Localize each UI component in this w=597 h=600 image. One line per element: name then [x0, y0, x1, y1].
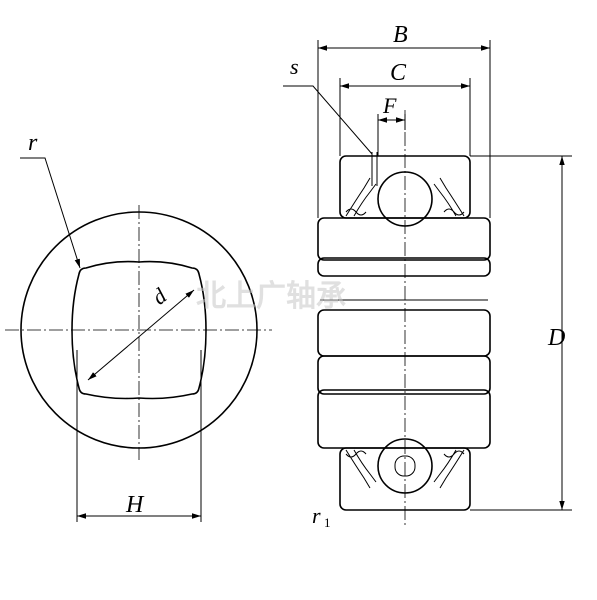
inner-ring-band-2	[317, 257, 491, 277]
inner-ring-band-5	[317, 389, 491, 449]
s-leader	[283, 85, 373, 155]
label-r1-subscript: 1	[324, 515, 331, 530]
r-leader	[20, 157, 81, 269]
d-dimension-line	[87, 289, 195, 381]
label-h: H	[125, 492, 145, 518]
end-view	[5, 157, 272, 522]
inner-ring-band-1	[317, 217, 491, 261]
label-od: D	[547, 325, 565, 351]
seal-bottom-right	[433, 449, 465, 489]
label-b: B	[393, 22, 408, 48]
label-f: F	[382, 93, 397, 118]
label-r1: r	[312, 503, 321, 528]
section-view	[283, 40, 572, 525]
label-d: d	[147, 283, 172, 310]
label-r: r	[28, 130, 38, 156]
inner-ring-band-4	[317, 355, 491, 395]
label-s: s	[290, 54, 299, 79]
label-c: C	[390, 60, 407, 86]
watermark: 北上广轴承	[196, 279, 346, 314]
seal-top-left	[345, 177, 377, 217]
seal-bottom-left	[345, 449, 377, 489]
inner-ring-band-3	[317, 309, 491, 357]
seal-top-right	[433, 177, 465, 217]
